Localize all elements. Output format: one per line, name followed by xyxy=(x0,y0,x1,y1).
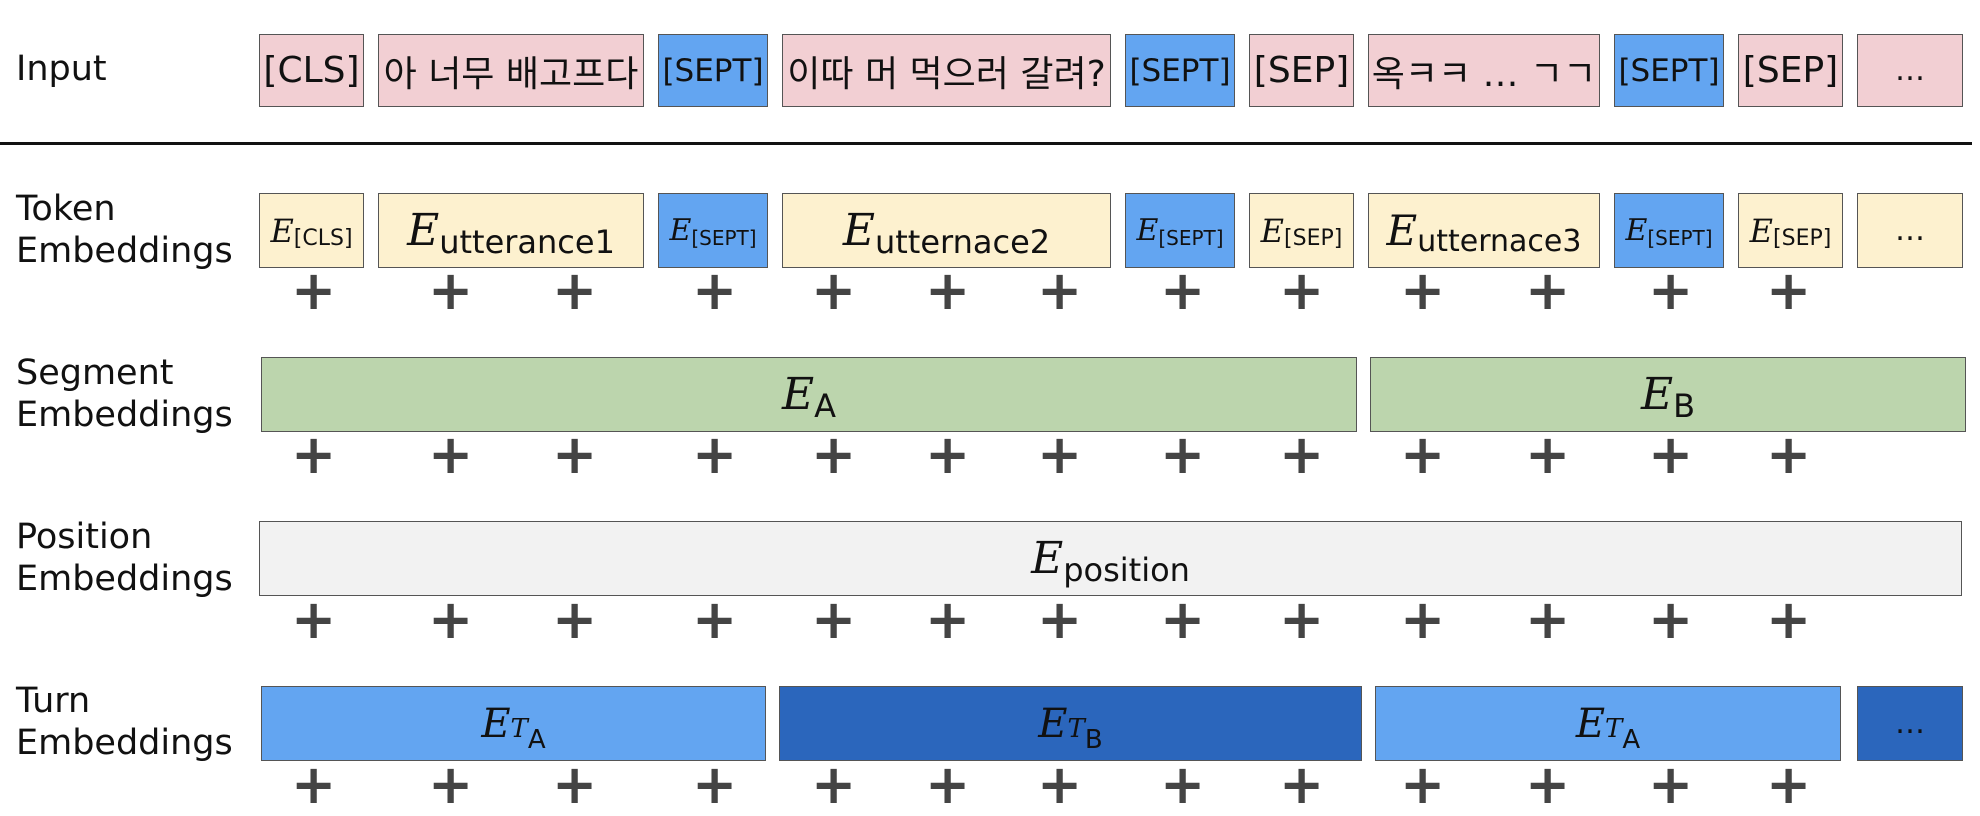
divider-line xyxy=(0,142,1972,145)
token-embedding-sep: E[SEP] xyxy=(1738,193,1843,268)
plus-sign: + xyxy=(1160,588,1206,651)
plus-sign: + xyxy=(291,588,337,651)
plus-sign: + xyxy=(1160,259,1206,322)
plus-sign: + xyxy=(811,259,857,322)
input-token-sept: [SEPT] xyxy=(1125,34,1235,107)
plus-sign: + xyxy=(1400,423,1446,486)
plus-sign: + xyxy=(552,588,598,651)
plus-sign: + xyxy=(1648,423,1694,486)
input-utterance-2: 이따 머 먹으러 갈려? xyxy=(782,34,1111,107)
plus-sign: + xyxy=(811,753,857,816)
plus-sign: + xyxy=(291,423,337,486)
input-ellipsis: … xyxy=(1857,34,1963,107)
plus-sign: + xyxy=(925,588,971,651)
plus-sign: + xyxy=(1279,423,1325,486)
input-token-sept: [SEPT] xyxy=(658,34,768,107)
input-token-sep: [SEP] xyxy=(1249,34,1354,107)
plus-sign: + xyxy=(925,259,971,322)
plus-sign: + xyxy=(1648,588,1694,651)
plus-sign: + xyxy=(1648,259,1694,322)
row-label-input: Input xyxy=(16,49,107,89)
input-token-cls: [CLS] xyxy=(259,34,364,107)
plus-sign: + xyxy=(1766,753,1812,816)
plus-sign: + xyxy=(925,423,971,486)
plus-sign: + xyxy=(692,423,738,486)
plus-sign: + xyxy=(1766,588,1812,651)
token-embedding-sept: E[SEPT] xyxy=(1125,193,1235,268)
plus-sign: + xyxy=(291,753,337,816)
plus-sign: + xyxy=(1037,423,1083,486)
input-token-sep: [SEP] xyxy=(1738,34,1843,107)
plus-sign: + xyxy=(1400,588,1446,651)
plus-sign: + xyxy=(1525,259,1571,322)
plus-sign: + xyxy=(428,259,474,322)
token-embedding-cls: E[CLS] xyxy=(259,193,364,268)
plus-sign: + xyxy=(925,753,971,816)
turn-embedding-ellipsis: … xyxy=(1857,686,1963,761)
plus-sign: + xyxy=(428,588,474,651)
plus-sign: + xyxy=(1037,753,1083,816)
plus-sign: + xyxy=(1037,259,1083,322)
plus-sign: + xyxy=(692,588,738,651)
token-embedding-sept: E[SEPT] xyxy=(1614,193,1724,268)
plus-sign: + xyxy=(1279,588,1325,651)
plus-sign: + xyxy=(811,588,857,651)
input-token-sept: [SEPT] xyxy=(1614,34,1724,107)
plus-sign: + xyxy=(692,259,738,322)
plus-sign: + xyxy=(1766,259,1812,322)
plus-sign: + xyxy=(1400,259,1446,322)
input-utterance-3: 옥ㅋㅋ … ㄱㄱ xyxy=(1368,34,1600,107)
plus-sign: + xyxy=(291,259,337,322)
plus-sign: + xyxy=(1279,753,1325,816)
plus-sign: + xyxy=(1279,259,1325,322)
input-utterance-1: 아 너무 배고프다 xyxy=(378,34,644,107)
plus-sign: + xyxy=(1400,753,1446,816)
plus-sign: + xyxy=(552,259,598,322)
plus-sign: + xyxy=(552,423,598,486)
plus-sign: + xyxy=(1648,753,1694,816)
token-embedding-sept: E[SEPT] xyxy=(658,193,768,268)
token-embedding-ellipsis: … xyxy=(1857,193,1963,268)
plus-sign: + xyxy=(811,423,857,486)
plus-sign: + xyxy=(552,753,598,816)
plus-sign: + xyxy=(1160,423,1206,486)
plus-sign: + xyxy=(428,423,474,486)
plus-sign: + xyxy=(1525,423,1571,486)
plus-sign: + xyxy=(1525,753,1571,816)
plus-sign: + xyxy=(428,753,474,816)
token-embedding-sep: E[SEP] xyxy=(1249,193,1354,268)
plus-sign: + xyxy=(1160,753,1206,816)
plus-sign: + xyxy=(1037,588,1083,651)
plus-sign: + xyxy=(692,753,738,816)
plus-sign: + xyxy=(1766,423,1812,486)
plus-sign: + xyxy=(1525,588,1571,651)
